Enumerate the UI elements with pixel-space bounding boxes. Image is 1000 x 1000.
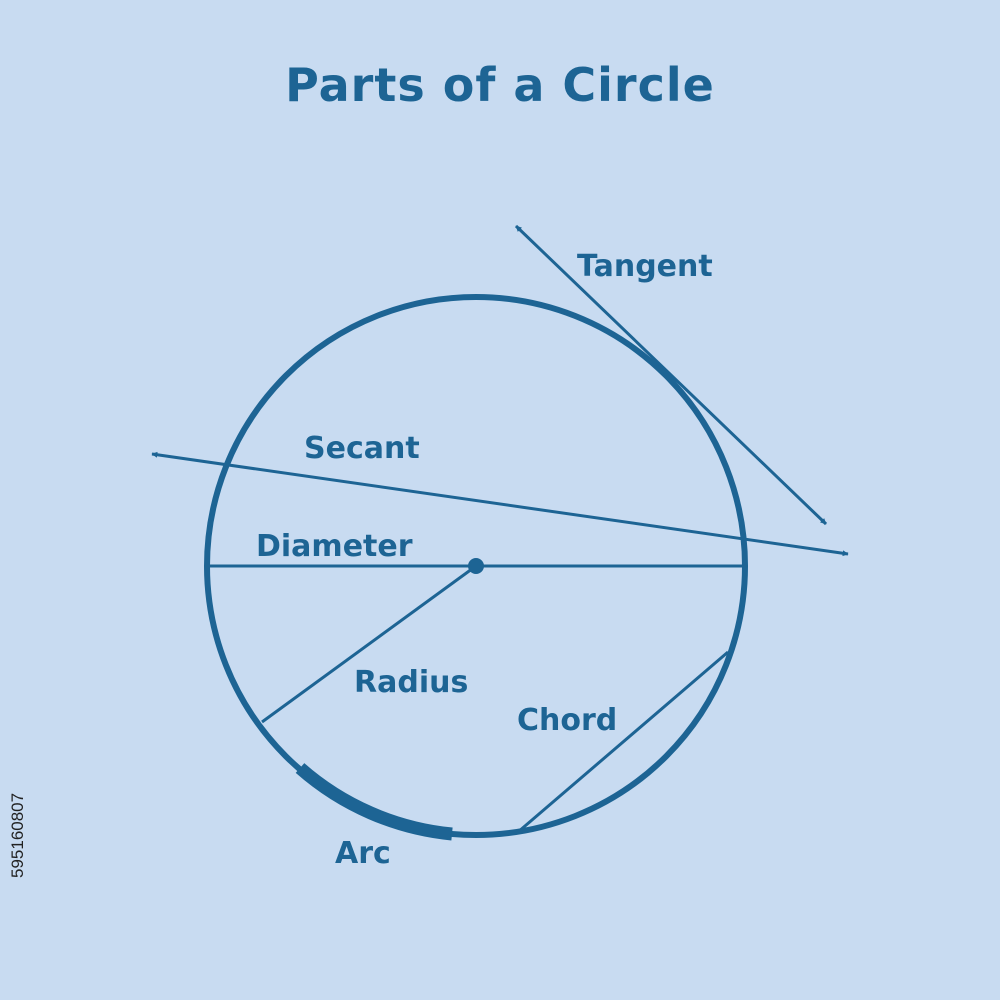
stock-id-text: 595160807 [8,792,27,878]
secant-line [151,451,849,557]
arc-label: Arc [335,836,391,871]
tangent-label: Tangent [577,249,713,284]
tangent-line [514,224,828,526]
arc-highlight [295,763,453,841]
secant-label: Secant [304,431,420,466]
diameter-label: Diameter [256,529,413,564]
page-title: Parts of a Circle [285,58,715,112]
center-point [468,558,484,574]
chord-label: Chord [517,703,617,738]
radius-line [261,564,477,724]
chord-line [517,650,729,834]
circle-outline [204,294,748,838]
radius-label: Radius [354,665,468,700]
